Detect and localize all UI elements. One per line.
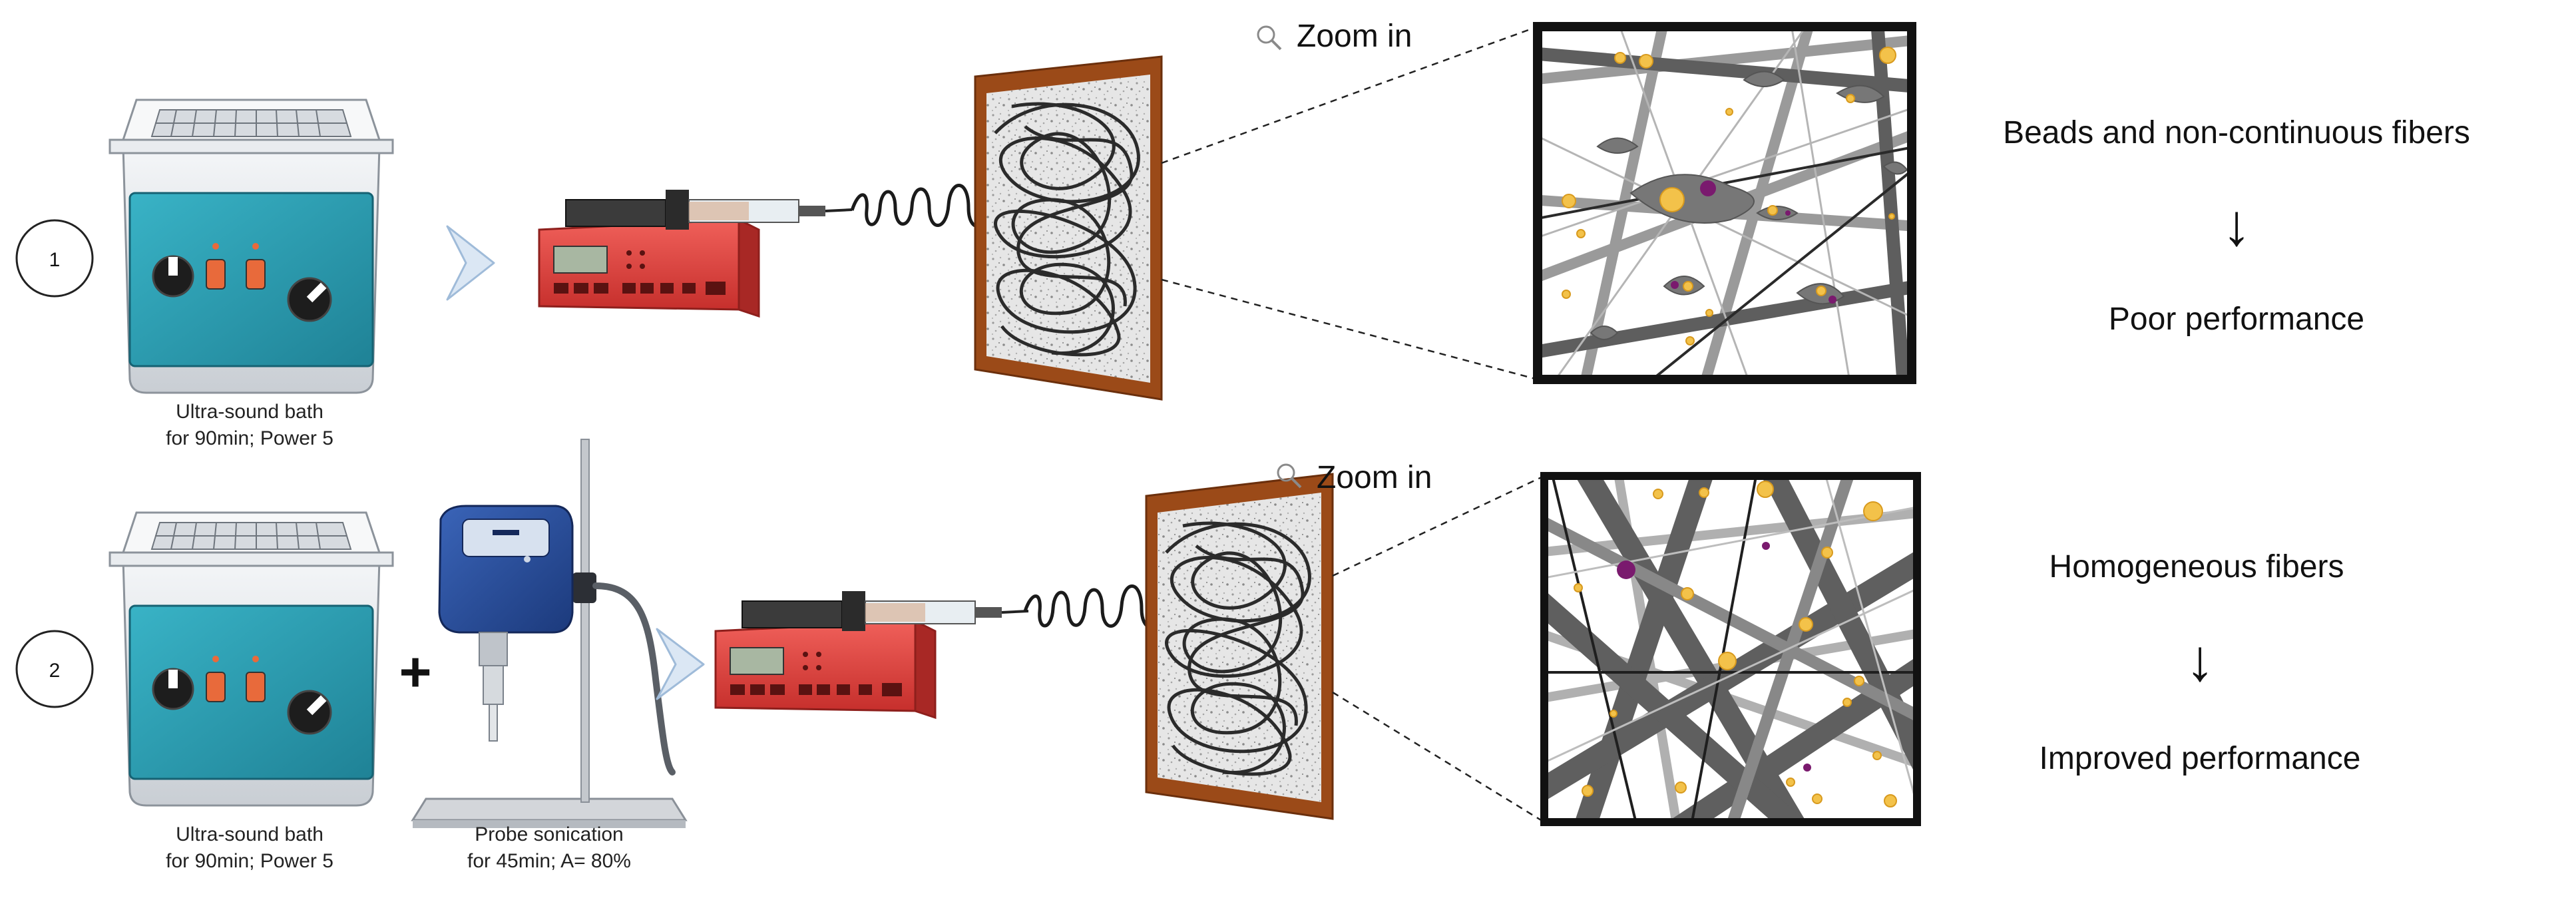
chevron-right-icon (446, 225, 495, 301)
result-1-title: Beads and non-continuous fibers (2003, 115, 2470, 150)
fiber-microstructure-icon (1540, 472, 1921, 826)
probe-caption-line-2: for 45min; A= 80% (467, 850, 631, 872)
step-1-number: 1 (49, 249, 61, 271)
zoom-in-2: Zoom in (1277, 460, 1432, 495)
fiber-microstructure-icon (1533, 22, 1916, 384)
chevron-right-icon (656, 628, 705, 700)
bath-2-caption: Ultra-sound bath for 90min; Power 5 (166, 823, 333, 872)
ultrasound-bath-icon (108, 511, 394, 807)
probe-caption: Probe sonication for 45min; A= 80% (467, 823, 631, 872)
syringe-pump-icon (714, 591, 1029, 720)
ultrasound-bath-icon (108, 99, 394, 394)
plus-sign: + (399, 640, 431, 703)
step-2-marker: 2 (15, 630, 94, 708)
electrospun-mat-icon (974, 55, 1163, 401)
zoom-in-2-label: Zoom in (1317, 460, 1432, 495)
bath-1-caption-line-1: Ultra-sound bath (176, 401, 323, 423)
step-2-number: 2 (49, 660, 61, 682)
syringe-pump-icon (538, 190, 853, 318)
probe-sonicator-icon (411, 439, 688, 828)
bath-1-caption-line-2: for 90min; Power 5 (166, 427, 333, 449)
magnifier-icon (1277, 463, 1302, 489)
zoom-in-1-label: Zoom in (1297, 19, 1412, 54)
result-2-outcome: Improved performance (2039, 741, 2361, 776)
step-1-marker: 1 (15, 219, 94, 298)
probe-caption-line-1: Probe sonication (475, 823, 623, 845)
electrospun-mat-icon (1145, 473, 1334, 820)
result-2: Homogeneous fibers ↓ Improved performanc… (2039, 549, 2361, 776)
magnifier-icon (1257, 25, 1282, 51)
zoom-line-2-top (1332, 475, 1545, 577)
zoom-line-1-bottom (1161, 278, 1538, 381)
result-1-outcome: Poor performance (2109, 302, 2364, 337)
zoom-line-2-bottom (1332, 691, 1545, 823)
bath-2-caption-line-1: Ultra-sound bath (176, 823, 323, 845)
zoom-in-1: Zoom in (1257, 19, 1412, 54)
result-1: Beads and non-continuous fibers ↓ Poor p… (2003, 115, 2470, 337)
bath-1-caption: Ultra-sound bath for 90min; Power 5 (166, 401, 333, 449)
bath-2-caption-line-2: for 90min; Power 5 (166, 850, 333, 872)
result-2-arrow: ↓ (2185, 627, 2215, 693)
result-1-arrow: ↓ (2222, 192, 2251, 258)
result-2-title: Homogeneous fibers (2049, 549, 2344, 584)
